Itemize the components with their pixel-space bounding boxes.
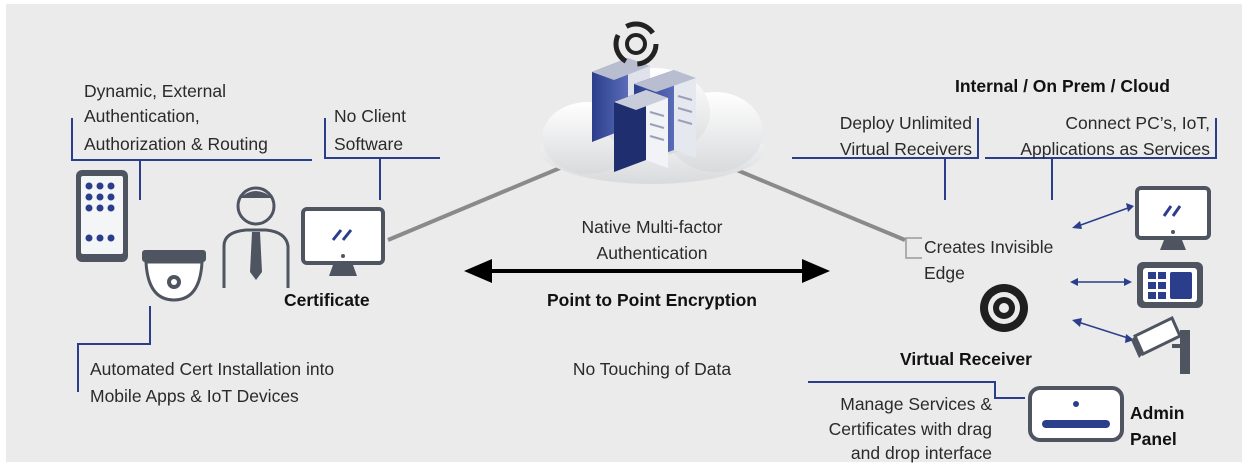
connect-text-line2: Applications as Services (1020, 139, 1210, 159)
connector-left (387, 166, 561, 242)
security-camera-icon (142, 250, 206, 302)
cctv-camera-icon (1131, 315, 1190, 374)
callout-lines-right (792, 118, 1217, 399)
certificate-label: Certificate (284, 290, 370, 310)
encryption-arrow (464, 259, 830, 283)
no-touch-text: No Touching of Data (572, 359, 732, 379)
noclient-text-line1: No Client (334, 106, 406, 126)
device-arrows (1070, 203, 1134, 343)
autocert-text-line1: Automated Cert Installation into (90, 359, 335, 379)
auth-text-line2: Authentication, (84, 106, 200, 126)
receiver-monitor-icon (1135, 186, 1211, 250)
autocert-text-line2: Mobile Apps & IoT Devices (90, 386, 299, 406)
mfa-text-line2: Authentication (596, 243, 708, 263)
edge-bracket (905, 237, 922, 259)
user-person-icon (222, 186, 290, 288)
edge-text-line2: Edge (924, 263, 965, 283)
admin-panel-icon (1028, 386, 1124, 442)
connector-right (731, 166, 906, 242)
admin-panel-label-line1: Admin (1130, 403, 1185, 423)
iot-device-icon (1137, 262, 1203, 308)
environment-heading: Internal / On Prem / Cloud (955, 76, 1170, 96)
manage-text-line3: and drop interface (850, 443, 992, 463)
connect-text-line1: Connect PC’s, IoT, (1065, 113, 1210, 133)
auth-text-line3: Authorization & Routing (84, 134, 268, 154)
deploy-text-line1: Deploy Unlimited (839, 113, 972, 133)
encryption-label: Point to Point Encryption (547, 290, 757, 310)
callout-lines-left (71, 118, 440, 392)
mfa-text-line1: Native Multi-factor (581, 217, 723, 237)
smartphone-icon (76, 170, 128, 262)
manage-text-line2: Certificates with drag (828, 419, 992, 439)
auth-text-line1: Dynamic, External (84, 81, 226, 101)
server-rack-icon (592, 58, 696, 172)
admin-panel-label-line2: Panel (1130, 429, 1177, 449)
logo-swirl-icon (613, 21, 659, 67)
noclient-text-line2: Software (334, 134, 404, 154)
deploy-text-line2: Virtual Receivers (840, 139, 972, 159)
manage-text-line1: Manage Services & (840, 394, 992, 414)
edge-text-line1: Creates Invisible (924, 237, 1054, 257)
desktop-monitor-icon (301, 207, 385, 276)
virtual-receiver-label: Virtual Receiver (900, 349, 1032, 369)
virtual-receiver-icon (980, 284, 1028, 332)
